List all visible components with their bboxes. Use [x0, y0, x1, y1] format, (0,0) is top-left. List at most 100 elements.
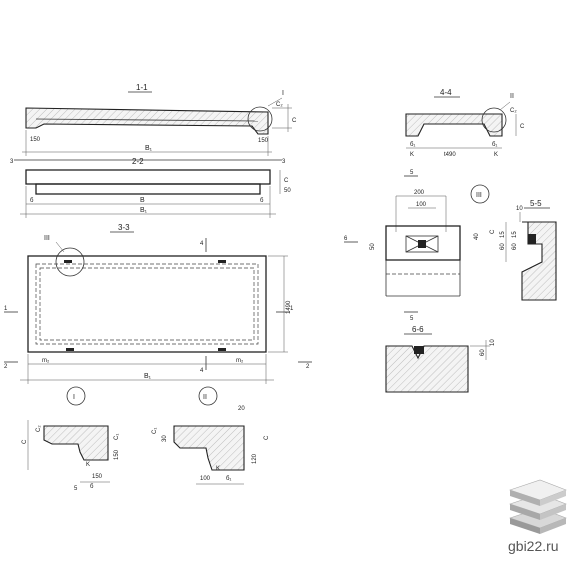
panel-plan-outline: [27, 255, 267, 353]
section-1-1-title: 1-1: [136, 83, 148, 92]
detail-I-marker: [66, 386, 86, 406]
dim-c-2-label: C: [284, 178, 289, 184]
section-3-3-title: 3-3: [118, 223, 130, 232]
beam-2-2-web: [35, 183, 261, 195]
dim-c-5-label: C: [490, 229, 496, 234]
dim-k-left: K: [410, 152, 414, 158]
callout-label-I: I: [282, 90, 284, 97]
watermark-text: gbi22.ru: [508, 538, 559, 554]
embed-plate-6: [414, 346, 424, 354]
cut-mark-1-right: 1: [290, 306, 294, 312]
section-2-2: 2-2 3 3 B б б B₁ C 50: [10, 157, 291, 218]
dim-c2-I: C₂: [36, 425, 42, 432]
dim-k-right: K: [494, 152, 498, 158]
dim-30-II: 30: [162, 435, 168, 442]
dim-m2-left: m₂: [42, 358, 50, 364]
inner-edge: [35, 118, 259, 122]
dim-100-label: 100: [416, 202, 427, 208]
dim-150-left: 150: [30, 137, 41, 143]
embed-plate: [66, 348, 74, 351]
dim-b1-II: б₁: [226, 476, 231, 482]
dim-150-I: 150: [92, 474, 103, 480]
dim-b-label: B: [140, 197, 145, 204]
dim-b-I: б: [90, 484, 94, 490]
dim-c2-4-label: C₂: [510, 108, 517, 114]
panel-plan-inner: [35, 263, 259, 345]
cut-mark-1-left: 1: [4, 306, 8, 312]
anchor: [418, 240, 426, 248]
section-2-2-title: 2-2: [132, 157, 144, 166]
beam-2-2-top: [25, 169, 271, 185]
dim-bsub-right: б: [260, 198, 264, 204]
callout-label-II: II: [510, 93, 514, 100]
dim-15-a: 15: [500, 231, 506, 238]
dim-b1sub-right: б₁: [492, 142, 497, 148]
section-5-5: 5-5 10 15 60 15 60 C: [490, 199, 557, 301]
dim-t490-label: t490: [444, 152, 456, 158]
section-4-4: 4-4 II t490 б₁ б₁ K K C C₂: [405, 88, 525, 158]
callout-circle-II: [481, 107, 507, 133]
dim-10-label: 10: [516, 206, 523, 212]
dim-b1-3-label: B₁: [144, 373, 152, 380]
dim-c1-II: C₁: [152, 428, 158, 434]
detail-II-label: II: [203, 394, 207, 401]
section-6-6-title: 6-6: [412, 325, 424, 334]
detail-III-label: III: [476, 192, 482, 199]
callout-circle-I: [247, 106, 273, 132]
beam-section-1-1: [25, 107, 269, 135]
gbi-logo-icon: [509, 479, 567, 534]
beam-section-6-6: [385, 345, 469, 393]
embed-plate-plan: [405, 235, 439, 253]
dim-60-a: 60: [500, 243, 506, 250]
cut-mark-3-right: 3: [282, 159, 286, 165]
detail-I-section: [43, 425, 109, 461]
callout-circle-III: [55, 247, 85, 277]
dim-m2-right: m₂: [236, 358, 244, 364]
cut-mark-5-bottom: 5: [410, 316, 414, 322]
dim-1490-label: 1490: [286, 300, 292, 314]
dim-150-I-v: 150: [114, 449, 120, 460]
dim-100-II: 100: [200, 476, 211, 482]
embed-plate-section: [528, 234, 536, 244]
section-1-1: 1-1 I B₁ 150 150 C C₂: [22, 83, 297, 156]
beam-section-4-4: [405, 113, 503, 137]
cut-mark-2-left: 2: [4, 364, 8, 370]
dim-120-II: 120: [252, 453, 258, 464]
dim-b1-2-label: B₁: [140, 207, 148, 214]
dim-50-label: 50: [284, 188, 291, 194]
section-3-3: 3-3 III 4 4 1 1 2 2 1490 m₂ m₂ B₁: [4, 223, 312, 384]
dim-bsub-left: б: [30, 198, 34, 204]
detail-III: 5 III 200 100 6 50 5 40: [344, 170, 490, 322]
beam-section-5-5: [521, 221, 557, 301]
dim-c-II: C: [264, 435, 270, 440]
embed-plan-body: [385, 225, 461, 261]
cut-mark-5-top: 5: [410, 170, 414, 176]
callout-label-III: III: [44, 235, 50, 242]
dim-b1sub-left: б₁: [410, 142, 415, 148]
cut-mark-4-bottom: 4: [200, 368, 204, 374]
detail-II-section: [173, 425, 245, 471]
embed-plate: [218, 348, 226, 351]
dim-50-iii: 50: [370, 243, 376, 250]
cut-mark-6: 6: [344, 236, 348, 242]
detail-II: II 20 C₁ 30 C 120 100 б₁ K: [152, 386, 270, 485]
dim-15-b: 15: [512, 231, 518, 238]
section-6-6: 6-6 10 60: [385, 325, 496, 393]
dim-200-label: 200: [414, 190, 425, 196]
cut-mark-2-right: 2: [306, 364, 310, 370]
detail-II-marker: [198, 386, 218, 406]
detail-I-label: I: [73, 394, 75, 401]
detail-III-marker: [470, 184, 490, 204]
detail-I: I C C₂ C₁ 150 K 150 5 б: [22, 386, 120, 492]
dim-20-II: 20: [238, 406, 245, 412]
dim-k-I: K: [86, 462, 90, 468]
dim-10-6: 10: [490, 339, 496, 346]
dim-k-II: K: [216, 466, 220, 472]
dim-c1-I: C₁: [114, 434, 120, 440]
dim-c2-label: C₂: [276, 102, 283, 108]
dim-b1-label: B₁: [145, 145, 153, 152]
embed-plate: [64, 260, 72, 263]
panel-plan-inner-2: [39, 267, 255, 341]
leader: [499, 101, 511, 111]
